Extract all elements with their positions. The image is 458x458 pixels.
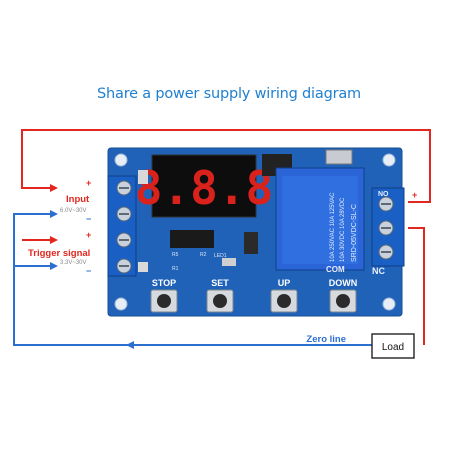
stop-button-label: STOP (152, 278, 176, 288)
r2-mark: R2 (200, 252, 207, 258)
mount-hole (382, 297, 396, 311)
load-label: Load (382, 342, 404, 353)
trigger-positive-arrow (50, 236, 58, 244)
relay-module-board: 8.8.8 LED1 R5 R2 R1 10A 250VAC 10A 125VA… (107, 147, 405, 317)
set-button-label: SET (211, 278, 229, 288)
smd-component (138, 262, 148, 272)
positive-wire-arrow (50, 184, 58, 192)
up-button[interactable] (270, 289, 298, 313)
seven-segment-display (151, 154, 257, 218)
page-title: Share a power supply wiring diagram (97, 86, 361, 102)
load-box (371, 333, 415, 359)
r1-mark: R1 (172, 266, 179, 272)
zero-line-arrow (126, 341, 134, 349)
load-positive-wire (408, 227, 425, 345)
positive-wire (21, 129, 431, 203)
input-label: Input (66, 194, 90, 205)
down-button[interactable] (329, 289, 357, 313)
negative-wire-arrow (50, 210, 58, 218)
down-button-label: DOWN (329, 278, 358, 288)
relay-rating-2: 10A 30VDC 10A 28VDC (340, 197, 346, 262)
trigger-label: Trigger signal (28, 248, 90, 259)
led-mark: LED1 (214, 253, 227, 259)
terminal-com-label: COM (326, 265, 345, 274)
display-digits: 8.8.8 (135, 161, 273, 215)
relay-face (282, 176, 358, 264)
relay-rating-1: 10A 250VAC 10A 125VAC (330, 192, 336, 262)
optocoupler-chip (170, 230, 214, 248)
led-component (222, 258, 236, 266)
input-minus: − (86, 214, 91, 224)
zero-line-label: Zero line (306, 334, 346, 345)
mount-hole (114, 153, 128, 167)
relay-model: SRD-05VDC-SL-C (351, 204, 358, 262)
trigger-negative-arrow (50, 262, 58, 270)
trigger-range: 3.3V~30V (60, 260, 87, 266)
up-button-label: UP (278, 278, 291, 288)
trigger-plus: + (86, 230, 91, 240)
set-button[interactable] (206, 289, 234, 313)
mount-hole (114, 297, 128, 311)
negative-wire (13, 213, 372, 346)
right-plus: + (412, 190, 417, 200)
r5-mark: R5 (172, 252, 179, 258)
usb-port (325, 149, 353, 165)
input-range: 6.0V~30V (60, 208, 87, 214)
trigger-minus: − (86, 266, 91, 276)
transistor (244, 232, 258, 254)
input-plus: + (86, 178, 91, 188)
smd-component (138, 170, 148, 184)
terminal-nc-label: NC (372, 266, 385, 276)
mount-hole (382, 153, 396, 167)
stop-button[interactable] (150, 289, 178, 313)
terminal-no-label: NO (378, 191, 389, 198)
